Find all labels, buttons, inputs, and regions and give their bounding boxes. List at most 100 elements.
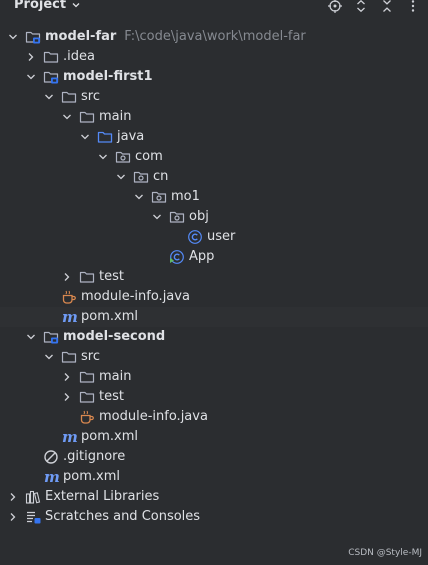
- java-file-icon: [80, 410, 94, 424]
- chevron-down-icon[interactable]: [134, 192, 144, 202]
- tree-node-label: test: [99, 269, 124, 285]
- tree-node[interactable]: test: [0, 267, 428, 287]
- tree-node[interactable]: com: [0, 147, 428, 167]
- module-path: F:\code\java\work\model-far: [124, 29, 306, 44]
- svg-text:m: m: [44, 469, 59, 485]
- tree-node-name: .idea: [63, 49, 95, 64]
- chevron-down-icon[interactable]: [80, 132, 90, 142]
- tree-node[interactable]: test: [0, 387, 428, 407]
- tree-node-name: mo1: [171, 189, 200, 204]
- tree-node-label: user: [207, 229, 235, 245]
- tree-node-name: main: [99, 369, 132, 384]
- maven-icon: m: [62, 309, 77, 325]
- tree-node[interactable]: App: [0, 247, 428, 267]
- tree-node-label: model-second: [63, 329, 165, 345]
- chevron-down-icon[interactable]: [26, 72, 36, 82]
- tree-node[interactable]: mo1: [0, 187, 428, 207]
- tree-node[interactable]: module-info.java: [0, 407, 428, 427]
- chevron-down-icon[interactable]: [116, 172, 126, 182]
- tree-node[interactable]: user: [0, 227, 428, 247]
- tree-node[interactable]: main: [0, 367, 428, 387]
- folder-icon: [79, 371, 95, 383]
- tree-node-label: cn: [153, 169, 168, 185]
- tree-node-label: module-info.java: [81, 289, 190, 305]
- tree-node-name: Scratches and Consoles: [45, 509, 201, 524]
- tree-node[interactable]: obj: [0, 207, 428, 227]
- tool-window-header: Project: [0, 0, 428, 14]
- tree-node-name: module-info.java: [81, 289, 190, 304]
- maven-icon: m: [62, 429, 77, 445]
- module-folder-icon: [43, 71, 59, 84]
- expand-collapse-icon: [357, 0, 365, 13]
- chevron-down-icon: [72, 2, 80, 7]
- tree-node-label: src: [81, 349, 100, 365]
- tree-node-label: .idea: [63, 49, 95, 65]
- package-icon: [115, 151, 131, 163]
- tree-node-label: src: [81, 89, 100, 105]
- tree-node-name: obj: [189, 209, 209, 224]
- tree-node[interactable]: src: [0, 87, 428, 107]
- chevron-down-icon[interactable]: [152, 212, 162, 222]
- folder-icon: [79, 111, 95, 123]
- chevron-right-icon[interactable]: [62, 392, 72, 402]
- tree-node-label: java: [117, 129, 144, 145]
- chevron-down-icon[interactable]: [26, 332, 36, 342]
- tree-node[interactable]: model-second: [0, 327, 428, 347]
- tree-node[interactable]: Scratches and Consoles: [0, 507, 428, 527]
- tree-node[interactable]: External Libraries: [0, 487, 428, 507]
- tree-node[interactable]: .idea: [0, 47, 428, 67]
- tree-node[interactable]: m pom.xml: [0, 467, 428, 487]
- tree-node[interactable]: .gitignore: [0, 447, 428, 467]
- tree-node[interactable]: cn: [0, 167, 428, 187]
- tree-node[interactable]: model-first1: [0, 67, 428, 87]
- tree-node-name: test: [99, 389, 124, 404]
- module-folder-icon: [43, 331, 59, 344]
- more-icon: [411, 0, 415, 12]
- tree-node-name: cn: [153, 169, 169, 184]
- tree-node-name: model-second: [63, 329, 166, 344]
- class-icon: [188, 230, 202, 244]
- tree-node[interactable]: java: [0, 127, 428, 147]
- tree-node-name: pom.xml: [63, 469, 120, 484]
- gitignore-icon: [44, 450, 58, 464]
- project-view-selector[interactable]: Project: [14, 0, 81, 12]
- chevron-down-icon[interactable]: [44, 92, 54, 102]
- tree-node-name: module-info.java: [99, 409, 208, 424]
- chevron-right-icon[interactable]: [8, 512, 18, 522]
- options-button[interactable]: [406, 0, 420, 13]
- tree-node[interactable]: main: [0, 107, 428, 127]
- scratches-icon: [27, 511, 41, 524]
- chevron-right-icon[interactable]: [8, 492, 18, 502]
- tree-node-name: .gitignore: [63, 449, 126, 464]
- tree-node-label: pom.xml: [63, 469, 120, 485]
- expand-selected-button[interactable]: [354, 0, 368, 13]
- tree-node-name: model-first1: [63, 69, 153, 84]
- collapse-all-button[interactable]: [380, 0, 394, 13]
- tree-node[interactable]: module-info.java: [0, 287, 428, 307]
- tree-node-name: External Libraries: [45, 489, 160, 504]
- chevron-right-icon[interactable]: [62, 372, 72, 382]
- tree-node-label: pom.xml: [81, 429, 138, 445]
- chevron-right-icon[interactable]: [62, 272, 72, 282]
- chevron-down-icon[interactable]: [44, 352, 54, 362]
- folder-icon: [79, 271, 95, 283]
- tree-node-name: java: [117, 129, 145, 144]
- tree-node-name: com: [135, 149, 163, 164]
- watermark: CSDN @Style-MJ: [348, 548, 422, 558]
- tree-node-name: App: [189, 249, 215, 264]
- chevron-right-icon[interactable]: [26, 52, 36, 62]
- chevron-down-icon[interactable]: [8, 32, 18, 42]
- chevron-down-icon[interactable]: [98, 152, 108, 162]
- locate-button[interactable]: [328, 0, 342, 13]
- maven-icon: m: [44, 469, 59, 485]
- tree-node-label: pom.xml: [81, 309, 138, 325]
- package-icon: [133, 171, 149, 183]
- tree-node[interactable]: src: [0, 347, 428, 367]
- tree-node-label: main: [99, 369, 131, 385]
- chevron-down-icon[interactable]: [62, 112, 72, 122]
